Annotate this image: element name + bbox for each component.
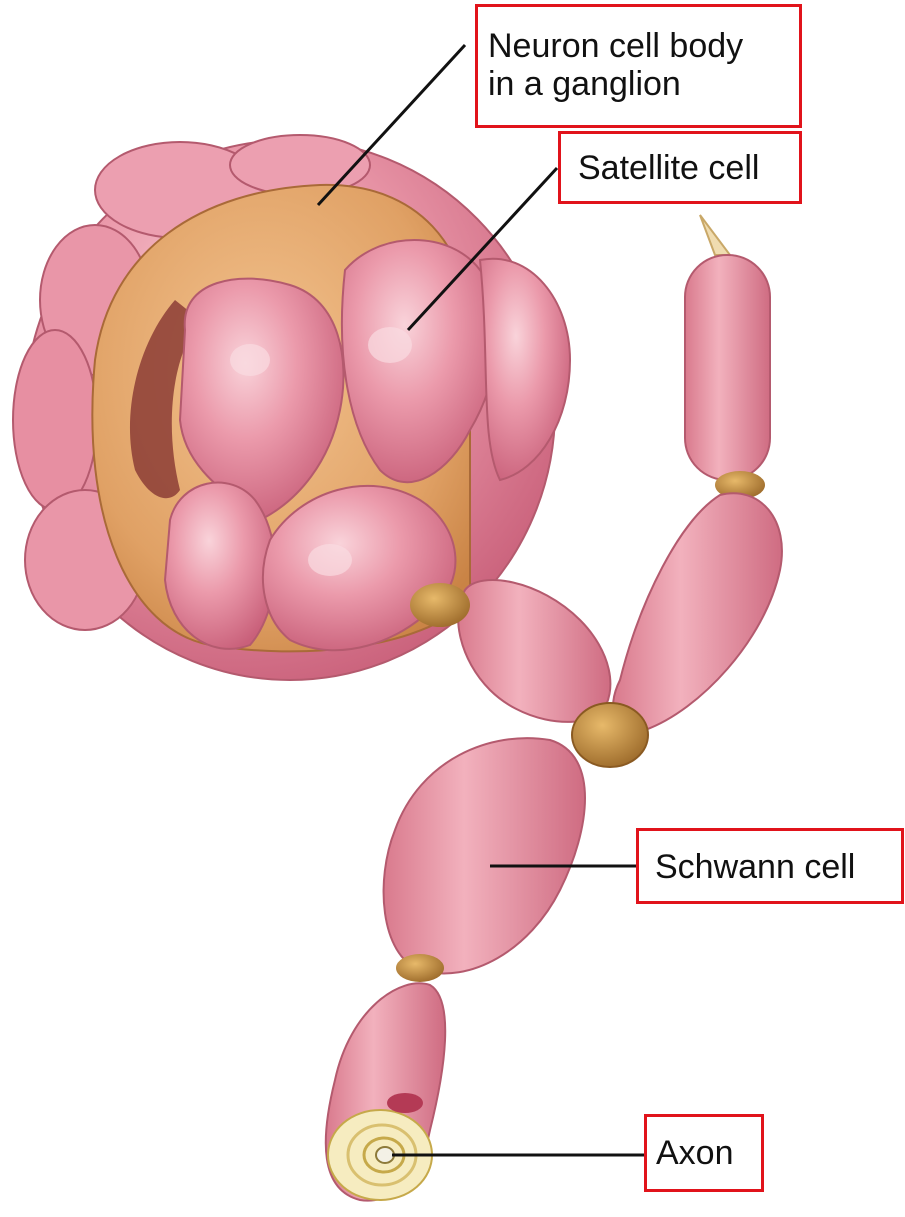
label-neuron-cell-body: Neuron cell body in a ganglion [475,4,802,128]
label-axon: Axon [644,1114,764,1192]
label-neuron-line-2: in a ganglion [488,65,789,103]
label-satellite-text: Satellite cell [578,149,789,187]
label-neuron-line-1: Neuron cell body [488,27,789,65]
label-schwann-cell: Schwann cell [636,828,904,904]
label-satellite-cell: Satellite cell [558,131,802,204]
label-axon-text: Axon [656,1134,751,1172]
label-schwann-text: Schwann cell [655,848,891,886]
